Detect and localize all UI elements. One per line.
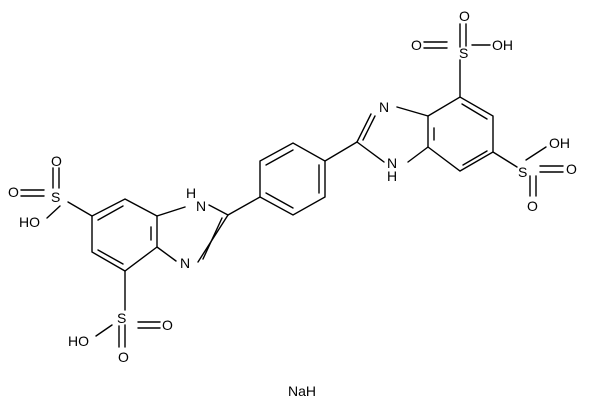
- atom-n-right-imidazole: N: [379, 99, 389, 115]
- bond-phenyl-to-left-benzimidazole: [227, 196, 261, 216]
- atom-nh-n-left-imidazole: N: [196, 198, 206, 214]
- atom-s-right-top: S: [459, 45, 468, 61]
- atom-oh-right-top: OH: [492, 37, 513, 53]
- atom-o-right-top-upper: O: [459, 8, 470, 24]
- atom-nh-h-right-imidazole: H: [387, 168, 397, 184]
- left-upper-sulfonyl-bonds: [20, 167, 61, 219]
- atom-o-left-upper-left: O: [8, 184, 19, 200]
- left-imidazole-c-n-double-bond: [202, 217, 223, 260]
- atom-s-right-lower: S: [518, 164, 527, 180]
- central-phenyl-inner-double-bonds: [265, 149, 320, 209]
- atom-nh-h-left-imidazole: H: [186, 185, 196, 201]
- right-lower-sulfonyl-bonds: [525, 146, 564, 197]
- left-benzene-ring: [91, 198, 158, 272]
- atom-n-left-imidazole: N: [180, 255, 190, 271]
- atom-o-left-lower-bottom: O: [118, 349, 129, 365]
- atom-oh-right-lower: OH: [549, 135, 570, 151]
- atom-o-right-lower-right: O: [566, 161, 577, 177]
- atom-ho-left-lower: HO: [68, 333, 89, 349]
- left-benzene-inner-double-bonds: [97, 205, 152, 265]
- right-imidazole-ring: [356, 106, 429, 163]
- left-lower-sulfonyl-bonds: [95, 321, 161, 348]
- atom-o-left-lower-right: O: [162, 317, 173, 333]
- bond-c-s-left-upper: [67, 201, 93, 217]
- counterion-label: NaH: [288, 383, 316, 399]
- atom-nh-n-right-imidazole: N: [387, 155, 397, 171]
- right-imidazole-c-n-double-bond: [362, 115, 376, 141]
- right-top-sulfonyl-bonds: [423, 23, 491, 49]
- left-imidazole-ring: [156, 204, 229, 263]
- bond-phenyl-to-right-benzimidazole: [324, 141, 358, 162]
- atom-o-right-lower-bottom: O: [527, 198, 538, 214]
- atom-ho-left-upper: HO: [19, 214, 40, 230]
- atom-labels: N H N S O O OH S OH O O H N N S O O HO S…: [8, 8, 577, 399]
- bond-c-s-right-lower: [492, 151, 518, 168]
- bonds: [20, 23, 564, 348]
- atom-s-left-lower: S: [117, 310, 126, 326]
- atom-o-right-top-left: O: [411, 37, 422, 53]
- atom-o-left-upper-top: O: [51, 153, 62, 169]
- right-benzene-ring: [427, 96, 494, 172]
- central-phenyl-ring: [259, 142, 326, 216]
- right-benzene-inner-double-bonds: [433, 103, 488, 166]
- atom-s-left-upper: S: [51, 189, 60, 205]
